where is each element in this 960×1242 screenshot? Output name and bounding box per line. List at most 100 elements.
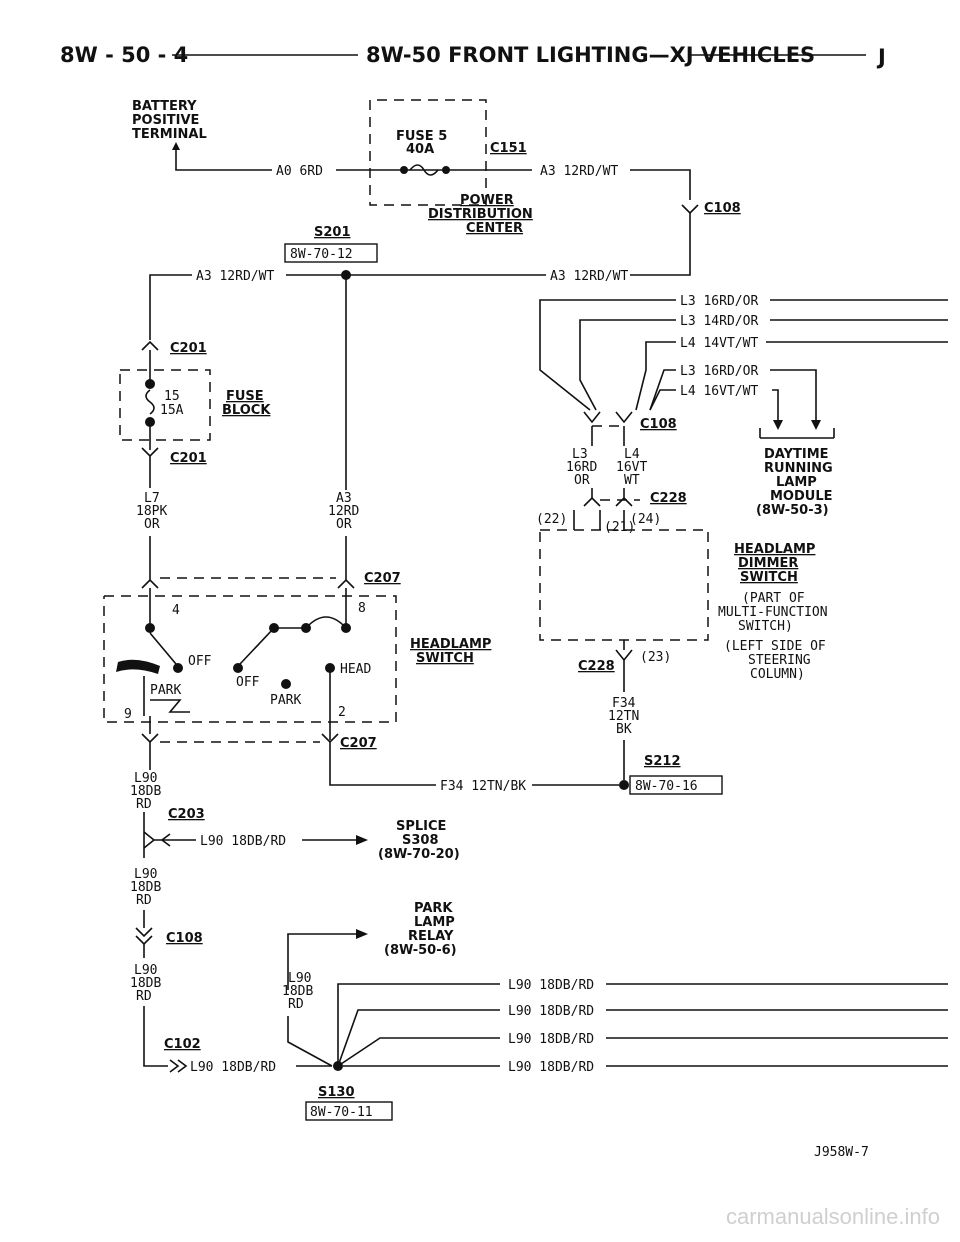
wire-l7-label: 18PK (136, 504, 167, 519)
connector-c207-top: C207 (364, 571, 401, 586)
drl-module-label: DAYTIME (764, 447, 829, 462)
dimmer-switch-note: STEERING (748, 653, 811, 668)
vehicle-code: J (876, 45, 886, 69)
wire-out3-label: L90 18DB/RD (508, 1032, 594, 1047)
wire-l90-bottom-label: L90 18DB/RD (190, 1060, 276, 1075)
connector-c207-bottom: C207 (340, 736, 377, 751)
wire-l7-label: OR (144, 517, 160, 532)
wire-a3-top-label: A3 12RD/WT (540, 164, 618, 179)
connector-c108-mid: C108 (640, 417, 677, 432)
wire-l90d-label: 18DB (282, 984, 313, 999)
pin-2: 2 (338, 705, 346, 720)
battery-label: POSITIVE (132, 113, 199, 128)
fuse15-rating: 15A (160, 403, 184, 418)
wire-f34-label: BK (616, 722, 632, 737)
pin-8: 8 (358, 601, 366, 616)
wire-a3v-label: OR (336, 517, 352, 532)
wire-a0-label: A0 6RD (276, 164, 323, 179)
drl-module-label: RUNNING (764, 461, 833, 476)
connector-c108-top: C108 (704, 201, 741, 216)
wire-l90d-label: RD (288, 997, 304, 1012)
battery-label: TERMINAL (132, 127, 207, 142)
switch-park-left: PARK (150, 683, 181, 698)
wire-l90d-label: L90 (288, 971, 311, 986)
wire-a3-left-label: A3 12RD/WT (196, 269, 274, 284)
battery-label: BATTERY (132, 99, 197, 114)
splice-s201: S201 (314, 225, 351, 240)
wire-f34-horizontal-label: F34 12TN/BK (440, 779, 526, 794)
wire-r4-label: L3 16RD/OR (680, 364, 758, 379)
wire-l3-label: L3 (572, 447, 588, 462)
wire-l90c-label: RD (136, 989, 152, 1004)
splice-s308-label: S308 (402, 833, 439, 848)
pdc-label: CENTER (466, 221, 523, 236)
wire-l90a-label: L90 (134, 771, 157, 786)
connector-c108-bottom: C108 (166, 931, 203, 946)
fuse-block-label: FUSE (226, 389, 264, 404)
pin-9: 9 (124, 707, 132, 722)
switch-head: HEAD (340, 662, 371, 677)
pdc-label: DISTRIBUTION (428, 207, 533, 222)
connector-c201-bottom: C201 (170, 451, 207, 466)
pdc-label: POWER (460, 193, 514, 208)
connector-c203: C203 (168, 807, 205, 822)
wire-l90b-label: L90 (134, 867, 157, 882)
connector-c201-top: C201 (170, 341, 207, 356)
wire-l90c-label: L90 (134, 963, 157, 978)
pin-24: (24) (630, 512, 661, 527)
fuse5-rating: 40A (406, 142, 434, 157)
drl-module-label: LAMP (776, 475, 817, 490)
ref-s201: 8W-70-12 (290, 247, 353, 262)
wire-l90-c203-label: L90 18DB/RD (200, 834, 286, 849)
wire-r3-label: L4 14VT/WT (680, 336, 758, 351)
wire-a3v-label: A3 (336, 491, 352, 506)
park-relay-label: RELAY (408, 929, 454, 944)
headlamp-switch-label: HEADLAMP (410, 637, 491, 652)
park-relay-label: LAMP (414, 915, 455, 930)
splice-s130: S130 (318, 1085, 355, 1100)
wire-l90a-label: 18DB (130, 784, 161, 799)
pin-21: (21) (604, 520, 635, 535)
watermark: carmanualsonline.info (725, 1204, 940, 1229)
pin-4: 4 (172, 603, 180, 618)
wire-l7-label: L7 (144, 491, 160, 506)
fuse5-label: FUSE 5 (396, 129, 447, 144)
park-relay-ref: (8W-50-6) (384, 943, 457, 958)
dimmer-switch-note: MULTI-FUNCTION (718, 605, 828, 620)
wire-l90b-label: 18DB (130, 880, 161, 895)
wire-l3-label: OR (574, 473, 590, 488)
ref-s212: 8W-70-16 (635, 779, 698, 794)
wire-l3-label: 16RD (566, 460, 597, 475)
drl-module-label: MODULE (770, 489, 833, 504)
wire-f34-label: F34 (612, 696, 636, 711)
dimmer-switch-note: (LEFT SIDE OF (724, 639, 826, 654)
wire-a3v-label: 12RD (328, 504, 359, 519)
dimmer-switch-note: (PART OF (742, 591, 805, 606)
wire-l4-label: WT (624, 473, 640, 488)
dimmer-switch-label: HEADLAMP (734, 542, 815, 557)
figure-id: J958W-7 (814, 1145, 869, 1160)
wire-l90c-label: 18DB (130, 976, 161, 991)
drl-module-ref: (8W-50-3) (756, 503, 829, 518)
wire-r5-label: L4 16VT/WT (680, 384, 758, 399)
wire-r1-label: L3 16RD/OR (680, 294, 758, 309)
fuse-block-label: BLOCK (222, 403, 271, 418)
switch-off-right: OFF (236, 675, 260, 690)
wire-l4-label: L4 (624, 447, 640, 462)
connector-c228-bottom: C228 (578, 659, 615, 674)
pin-23: (23) (640, 650, 671, 665)
pin-22: (22) (536, 512, 567, 527)
dimmer-switch-note: COLUMN) (750, 667, 805, 682)
wire-f34-label: 12TN (608, 709, 639, 724)
connector-c151: C151 (490, 141, 527, 156)
park-relay-label: PARK (414, 901, 453, 916)
wire-out4-label: L90 18DB/RD (508, 1060, 594, 1075)
ref-s130: 8W-70-11 (310, 1105, 373, 1120)
wire-out2-label: L90 18DB/RD (508, 1004, 594, 1019)
switch-off-left: OFF (188, 654, 212, 669)
fuse15-number: 15 (164, 389, 180, 404)
wire-out1-label: L90 18DB/RD (508, 978, 594, 993)
splice-s308-label: SPLICE (396, 819, 446, 834)
wire-l90a-label: RD (136, 797, 152, 812)
